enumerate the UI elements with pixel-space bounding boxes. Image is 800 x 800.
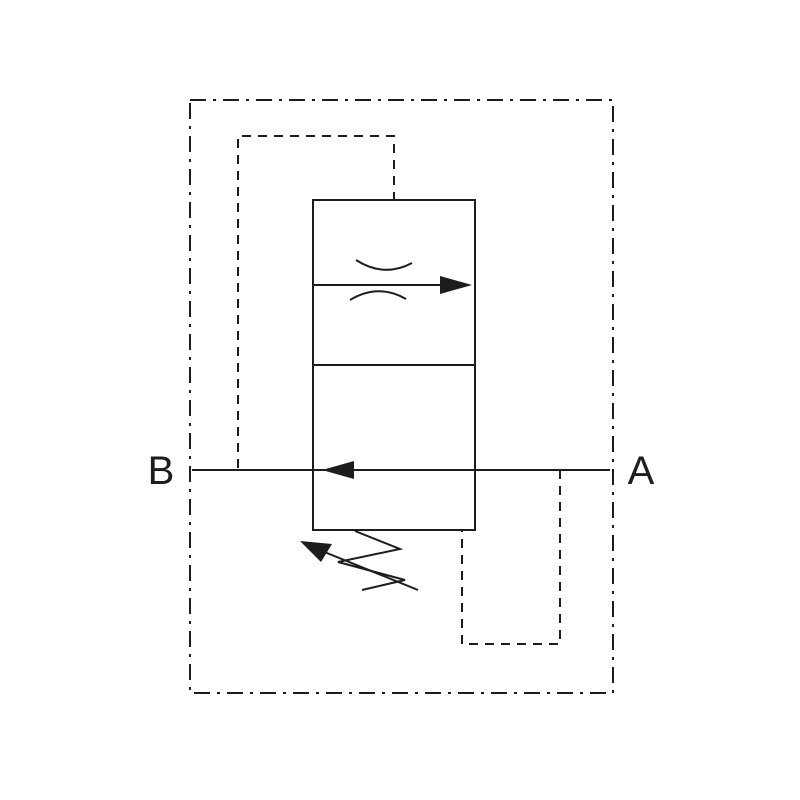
pilot-line-right-icon [461, 470, 561, 645]
spring-adjust-arrowhead-icon [300, 541, 332, 562]
spring-adjust-arrow-shaft-icon [321, 550, 419, 591]
pilot-line-left-icon [237, 135, 395, 468]
orifice-lower-arc-icon [349, 290, 407, 301]
port-label-a: A [628, 449, 655, 493]
flow-direction-arrow-icon [440, 276, 472, 294]
adjustable-spring-icon [337, 530, 406, 591]
orifice-upper-arc-icon [355, 259, 413, 271]
port-label-b: B [148, 449, 175, 493]
check-flow-arrow-icon [322, 461, 354, 479]
enclosure-boundary-icon [189, 99, 614, 694]
